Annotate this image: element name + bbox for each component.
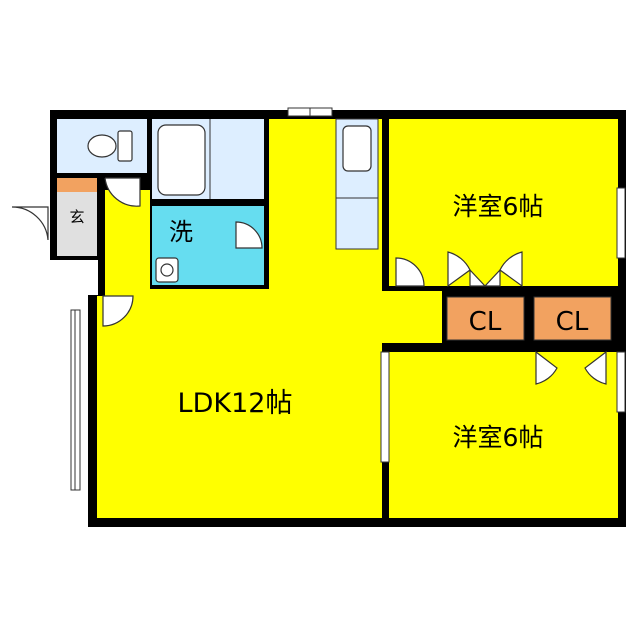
bathtub-icon [157,124,206,196]
closet-left-label: CL [469,307,502,337]
window-ldk-left [70,309,81,491]
bedroom-upper-door-icon [395,257,425,287]
washroom-label: 洗 [169,218,193,246]
closet-door-upper-icon [447,251,523,288]
window-top [287,107,333,117]
bedroom-lower-floor [389,352,618,518]
ldk-label: LDK12帖 [178,388,293,419]
washroom-door-icon [235,221,263,249]
toilet-door-icon [104,177,141,207]
kitchen-sink-icon [342,125,372,172]
bedroom-upper-floor [389,119,618,286]
toilet-icon [87,130,133,162]
window-bedroom-upper [616,187,626,259]
closet-left [446,296,525,341]
window-bedroom-lower [616,351,626,413]
entrance-label: 玄 [69,208,84,226]
closet-door-lower-icon [535,350,607,385]
bedroom-lower-label: 洋室6帖 [453,423,544,452]
entrance-door-icon [11,206,49,241]
washbasin-icon [155,257,179,283]
bedroom-upper-label: 洋室6帖 [453,192,544,221]
window-bedroom-lower-left [380,351,390,463]
closet-right-label: CL [556,307,589,337]
ldk-door-icon [102,295,134,327]
closet-right [533,296,612,341]
